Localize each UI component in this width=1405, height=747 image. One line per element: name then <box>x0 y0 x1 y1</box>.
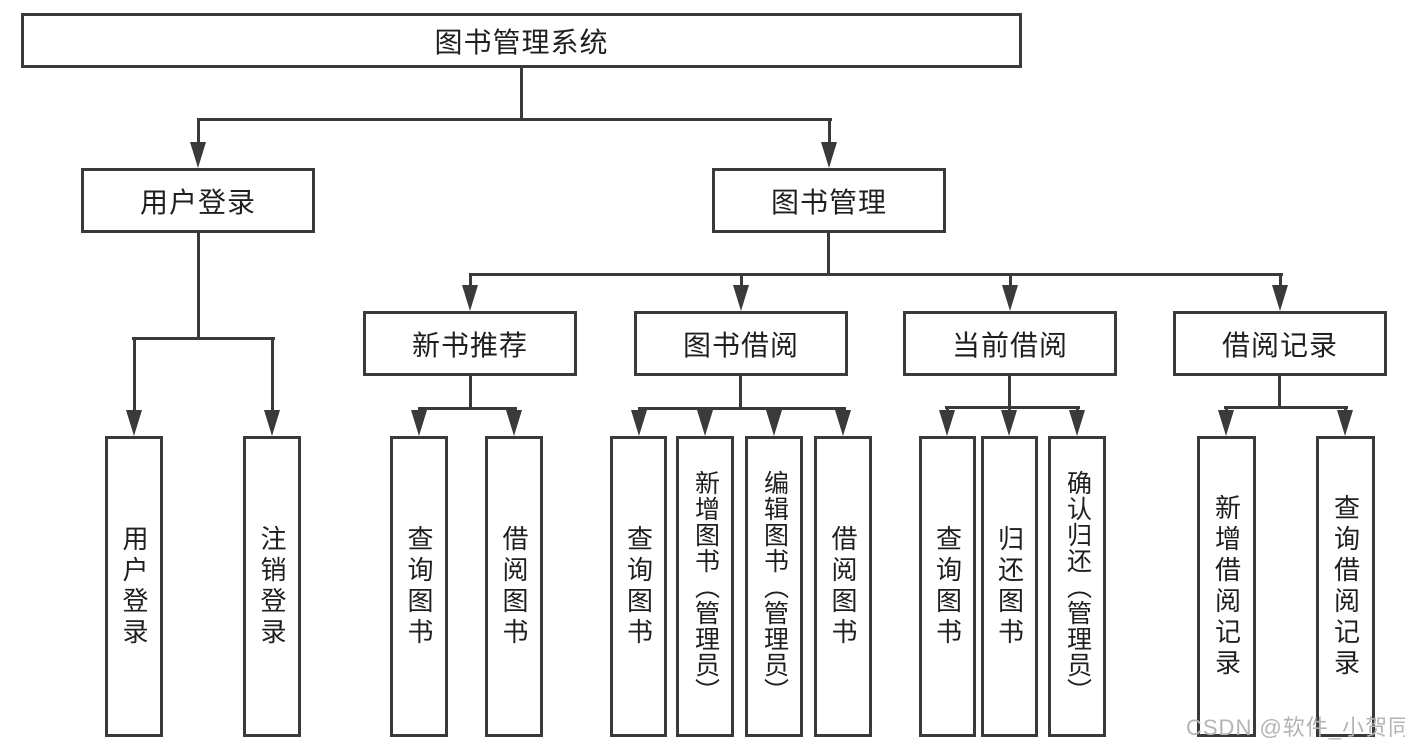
node-user-login: 用户登录 <box>81 168 315 233</box>
connector-line <box>520 68 523 120</box>
connector-line <box>945 406 1080 409</box>
connector-line <box>469 273 1283 276</box>
connector-line <box>827 233 830 276</box>
arrow-shaft-line <box>945 406 949 412</box>
arrow-shaft-line <box>468 273 472 287</box>
node-leaf-query-books-2: 查询图书 <box>610 436 667 737</box>
node-leaf-borrow-books-1: 借阅图书 <box>485 436 543 737</box>
connector-line <box>1008 376 1011 408</box>
arrow-down-icon <box>835 410 851 436</box>
connector-line <box>469 376 472 409</box>
arrow-down-icon <box>1069 410 1085 436</box>
node-root: 图书管理系统 <box>21 13 1022 68</box>
node-leaf-query-books-1: 查询图书 <box>390 436 448 737</box>
arrow-shaft-line <box>1278 273 1282 287</box>
arrow-down-icon <box>462 285 478 311</box>
node-leaf-logout: 注销登录 <box>243 436 301 737</box>
node-leaf-user-login: 用户登录 <box>105 436 163 737</box>
node-book-management: 图书管理 <box>712 168 946 233</box>
arrow-down-icon <box>1337 410 1353 436</box>
arrow-shaft-line <box>841 407 845 412</box>
arrow-down-icon <box>1218 410 1234 436</box>
connector-line <box>418 407 517 410</box>
node-book-borrowing: 图书借阅 <box>634 311 848 376</box>
connector-line <box>638 407 846 410</box>
arrow-shaft-line <box>1224 406 1228 412</box>
arrow-shaft-line <box>772 407 776 412</box>
node-leaf-add-books: 新增图书（管理员） <box>676 436 734 737</box>
arrow-down-icon <box>411 410 427 436</box>
arrow-down-icon <box>1001 410 1017 436</box>
arrow-down-icon <box>264 410 280 436</box>
arrow-down-icon <box>1002 285 1018 311</box>
arrow-shaft-line <box>270 337 274 412</box>
arrow-shaft-line <box>512 407 516 412</box>
connector-line <box>1224 406 1348 409</box>
node-leaf-borrow-books-2: 借阅图书 <box>814 436 872 737</box>
arrow-shaft-line <box>1075 406 1079 412</box>
connector-line <box>1278 376 1281 408</box>
arrow-down-icon <box>766 410 782 436</box>
connector-line <box>132 337 275 340</box>
arrow-shaft-line <box>1008 273 1012 287</box>
arrow-down-icon <box>1272 285 1288 311</box>
arrow-down-icon <box>506 410 522 436</box>
node-leaf-query-books-3: 查询图书 <box>919 436 976 737</box>
arrow-shaft-line <box>417 407 421 412</box>
csdn-watermark: CSDN @软件_小贺同学 <box>1186 715 1405 740</box>
node-leaf-edit-books: 编辑图书（管理员） <box>745 436 803 737</box>
node-borrowing-records: 借阅记录 <box>1173 311 1387 376</box>
node-leaf-query-borrow-record: 查询借阅记录 <box>1316 436 1375 737</box>
connector-line <box>197 233 200 340</box>
arrow-shaft-line <box>827 118 831 144</box>
node-current-borrowing: 当前借阅 <box>903 311 1117 376</box>
connector-line <box>197 118 832 121</box>
arrow-shaft-line <box>637 407 641 412</box>
arrow-down-icon <box>821 142 837 168</box>
arrow-down-icon <box>631 410 647 436</box>
arrow-down-icon <box>190 142 206 168</box>
node-new-book-recommend: 新书推荐 <box>363 311 577 376</box>
arrow-shaft-line <box>132 337 136 412</box>
node-leaf-return-books: 归还图书 <box>981 436 1038 737</box>
arrow-shaft-line <box>1007 406 1011 412</box>
arrow-down-icon <box>126 410 142 436</box>
arrow-shaft-line <box>703 407 707 412</box>
arrow-shaft-line <box>1343 406 1347 412</box>
arrow-shaft-line <box>196 118 200 144</box>
arrow-down-icon <box>939 410 955 436</box>
node-leaf-add-borrow-record: 新增借阅记录 <box>1197 436 1256 737</box>
connector-line <box>739 376 742 409</box>
arrow-down-icon <box>697 410 713 436</box>
arrow-shaft-line <box>739 273 743 287</box>
arrow-down-icon <box>733 285 749 311</box>
node-leaf-confirm-return: 确认归还（管理员） <box>1048 436 1106 737</box>
